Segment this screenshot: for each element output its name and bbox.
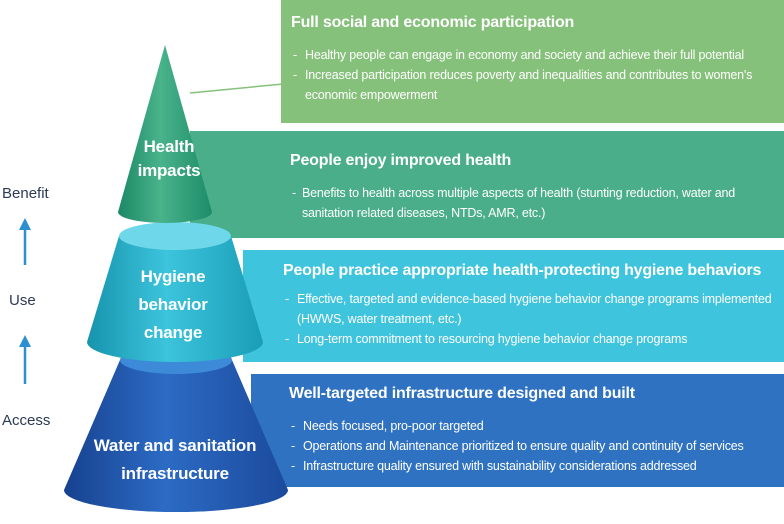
tier-hygiene-label-line: Hygiene: [140, 267, 206, 286]
axis-label-use: Use: [9, 292, 36, 309]
band-participation-bullet: Healthy people can engage in economy and…: [291, 45, 774, 65]
band-infrastructure-list: Needs focused, pro-poor targeted Operati…: [289, 416, 774, 476]
band-hygiene: People practice appropriate health-prote…: [243, 250, 784, 362]
tier-hygiene-label-line: behavior: [138, 295, 208, 314]
axis-arrow-use-benefit: [19, 218, 31, 265]
tier-hygiene-label: Hygiene behavior change: [113, 263, 233, 347]
tier-water-label-line: infrastructure: [121, 464, 229, 483]
tier-hygiene: [87, 222, 263, 362]
axis-label-benefit: Benefit: [2, 185, 49, 202]
tier-health: [118, 45, 212, 223]
band-hygiene-title: People practice appropriate health-prote…: [283, 262, 762, 279]
band-hygiene-bullet: Effective, targeted and evidence-based h…: [283, 289, 774, 329]
band-infrastructure-bullet: Needs focused, pro-poor targeted: [289, 416, 774, 436]
band-participation-title: Full social and economic participation: [291, 14, 575, 31]
band-health-list: Benefits to health across multiple aspec…: [290, 183, 774, 223]
tier-hygiene-body: [87, 236, 263, 362]
axis-label-access: Access: [2, 412, 51, 429]
axis-arrow-access-use: [19, 335, 31, 384]
tier-health-label-line: Health: [143, 137, 195, 156]
band-infrastructure-bullet: Operations and Maintenance prioritized t…: [289, 436, 774, 456]
band-infrastructure-bullet: Infrastructure quality ensured with sust…: [289, 456, 774, 476]
tier-hygiene-top: [119, 222, 231, 250]
band-health-bullet: Benefits to health across multiple aspec…: [290, 183, 774, 223]
connector-line: [189, 83, 284, 94]
tier-health-body: [118, 45, 212, 223]
band-hygiene-list: Effective, targeted and evidence-based h…: [283, 289, 774, 349]
band-infrastructure-title: Well-targeted infrastructure designed an…: [289, 385, 635, 402]
tier-water-label-line: Water and sanitation: [93, 436, 257, 455]
tier-hygiene-label-line: change: [143, 323, 203, 342]
band-participation-bullet: Increased participation reduces poverty …: [291, 65, 774, 105]
band-health: People enjoy improved health Benefits to…: [190, 131, 784, 238]
tier-health-label-line: impacts: [137, 161, 201, 180]
band-health-title: People enjoy improved health: [290, 152, 512, 169]
tier-health-label: Health impacts: [125, 135, 213, 183]
band-infrastructure: Well-targeted infrastructure designed an…: [251, 374, 784, 487]
band-participation-list: Healthy people can engage in economy and…: [291, 45, 774, 105]
tier-water-body: [64, 360, 288, 512]
band-hygiene-bullet: Long-term commitment to resourcing hygie…: [283, 329, 774, 349]
band-participation: Full social and economic participation H…: [281, 0, 784, 123]
tier-water-label: Water and sanitation infrastructure: [80, 432, 270, 488]
